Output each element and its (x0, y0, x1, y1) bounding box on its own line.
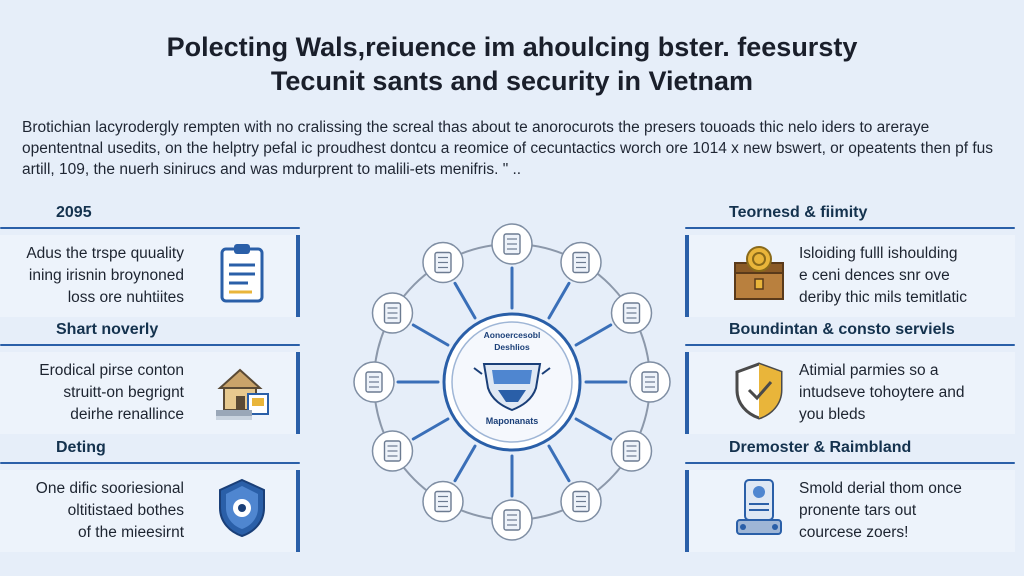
right-panel-1-body: Isloiding fulll ishoulding e ceni dences… (685, 235, 1015, 317)
left-panel-3-line-3: of the mieesirnt (78, 524, 184, 541)
right-panel-2: Boundintan & consto serviels Atimial par… (685, 318, 1015, 434)
left-panel-2-body: Erodical pirse conton struitt-on begrign… (0, 352, 300, 434)
hub-bottom-text: Maponanats (486, 416, 539, 426)
left-panel-1-line-1: Adus the trspe quuality (26, 245, 184, 262)
right-panel-1-text: Isloiding fulll ishoulding e ceni dences… (799, 243, 999, 309)
left-panel-1-line-3: loss ore nuhtiites (67, 289, 184, 306)
laptop-icon (353, 361, 395, 403)
right-panel-2-line-1: Atimial parmies so a (799, 362, 939, 379)
left-panel-1-text: Adus the trspe quuality ining irisnin br… (0, 243, 184, 309)
right-panel-2-rule (685, 344, 1015, 346)
tablet-icon (610, 430, 653, 472)
wheel-spoke (411, 323, 450, 347)
chip-icon (371, 430, 414, 472)
right-panel-1-heading: Teornesd & fiimity (729, 204, 868, 221)
wheel-spoke (411, 417, 450, 441)
wheel-spoke (453, 281, 477, 320)
robot-server-icon (736, 479, 782, 535)
left-panel-2-text: Erodical pirse conton struitt-on begrign… (0, 360, 184, 426)
lock-icon (422, 480, 464, 523)
right-panel-1-rule (685, 227, 1015, 229)
right-panel-2-body: Atimial parmies so a intudseve tohoytere… (685, 352, 1015, 434)
left-panel-2-line-2: struitt-on begrignt (63, 384, 184, 401)
left-panel-3-text: One dific sooriesional oltitistaed bothe… (0, 478, 184, 544)
right-panel-3-line-2: pronente tars out (799, 502, 917, 519)
title-line-2: Tecunit sants and security in Vietnam (270, 66, 754, 96)
scroll-icon (610, 292, 653, 334)
wheel-spoke (453, 444, 477, 483)
left-panel-2-line-3: deirhe renallince (70, 406, 184, 423)
left-panel-3-line-1: One dific sooriesional (35, 480, 184, 497)
wheel-spokes (396, 266, 628, 498)
left-panel-1-rule (0, 227, 300, 229)
warning-triangle-icon (491, 499, 533, 541)
wheel-spoke (547, 281, 571, 320)
treasure-chest-icon (734, 246, 784, 300)
server-stack-icon (560, 241, 602, 284)
right-panel-3-heading: Dremoster & Raimbland (729, 439, 912, 456)
right-panel-1-line-1: Isloiding fulll ishoulding (799, 245, 958, 262)
intro-paragraph: Brotichian lacyrodergly rempten with no … (22, 119, 994, 178)
left-panel-2-heading: Shart noverly (56, 321, 159, 338)
right-panel-2-heading: Boundintan & consto serviels (729, 321, 955, 338)
central-hub: Aonoercesobl Deshlios Maponanats (442, 312, 582, 452)
shield-lock-icon (219, 478, 265, 538)
id-card-icon (371, 292, 414, 334)
right-panel-2-line-2: intudseve tohoytere and (799, 384, 965, 401)
left-panel-1-line-2: ining irisnin broynoned (28, 267, 184, 284)
right-panel-3-rule (685, 462, 1015, 464)
right-panel-3-body: Smold derial thom once pronente tars out… (685, 470, 1015, 552)
house-documents-icon (216, 368, 269, 420)
shield-icon (735, 362, 783, 420)
right-panel-3: Dremoster & Raimbland Smold derial thom … (685, 436, 1015, 552)
wheel-nodes (353, 223, 671, 541)
right-panel-3-line-3: courcese zoers! (799, 524, 909, 541)
left-panel-3-line-2: oltitistaed bothes (67, 502, 184, 519)
left-panel-2-rule (0, 344, 300, 346)
network-node-icon (422, 241, 464, 284)
hub-top-text: Aonoercesobl (484, 330, 541, 340)
folder-icon (629, 361, 671, 403)
wheel-spoke (574, 417, 613, 441)
right-panel-3-line-1: Smold derial thom once (799, 480, 962, 497)
wheel-spoke (547, 444, 571, 483)
right-panel-3-text: Smold derial thom once pronente tars out… (799, 478, 999, 544)
document-icon (491, 223, 533, 265)
clipboard-icon (220, 244, 264, 303)
left-panel-3: Deting One dific sooriesional oltitistae… (0, 436, 300, 552)
left-panel-2-line-1: Erodical pirse conton (39, 362, 184, 379)
right-panel-1-line-3: deriby thic mils temitlatic (799, 289, 967, 306)
left-panel-1: 2095 Adus the trspe quuality ining irisn… (0, 201, 300, 317)
left-panel-3-rule (0, 462, 300, 464)
coin-icon (560, 480, 602, 523)
wheel-spoke (574, 323, 613, 347)
right-panel-2-text: Atimial parmies so a intudseve tohoytere… (799, 360, 999, 426)
left-panel-2: Shart noverly Erodical pirse conton stru… (0, 318, 300, 434)
right-panel-1-line-2: e ceni dences snr ove (799, 267, 950, 284)
hub-mid-text: Deshlios (494, 342, 530, 352)
left-panel-3-body: One dific sooriesional oltitistaed bothe… (0, 470, 300, 552)
page-title: Polecting Wals,reiuence im ahoulcing bst… (0, 30, 1024, 98)
security-wheel-diagram: Aonoercesobl Deshlios Maponanats (353, 223, 671, 541)
left-panel-3-heading: Deting (56, 439, 106, 456)
left-panel-1-body: Adus the trspe quuality ining irisnin br… (0, 235, 300, 317)
left-panel-1-heading: 2095 (56, 204, 92, 221)
shield-emblem-icon (473, 363, 551, 412)
title-line-1: Polecting Wals,reiuence im ahoulcing bst… (166, 32, 858, 62)
right-panel-1: Teornesd & fiimity Isloiding fulll ishou… (685, 201, 1015, 317)
right-panel-2-line-3: you bleds (799, 406, 866, 423)
